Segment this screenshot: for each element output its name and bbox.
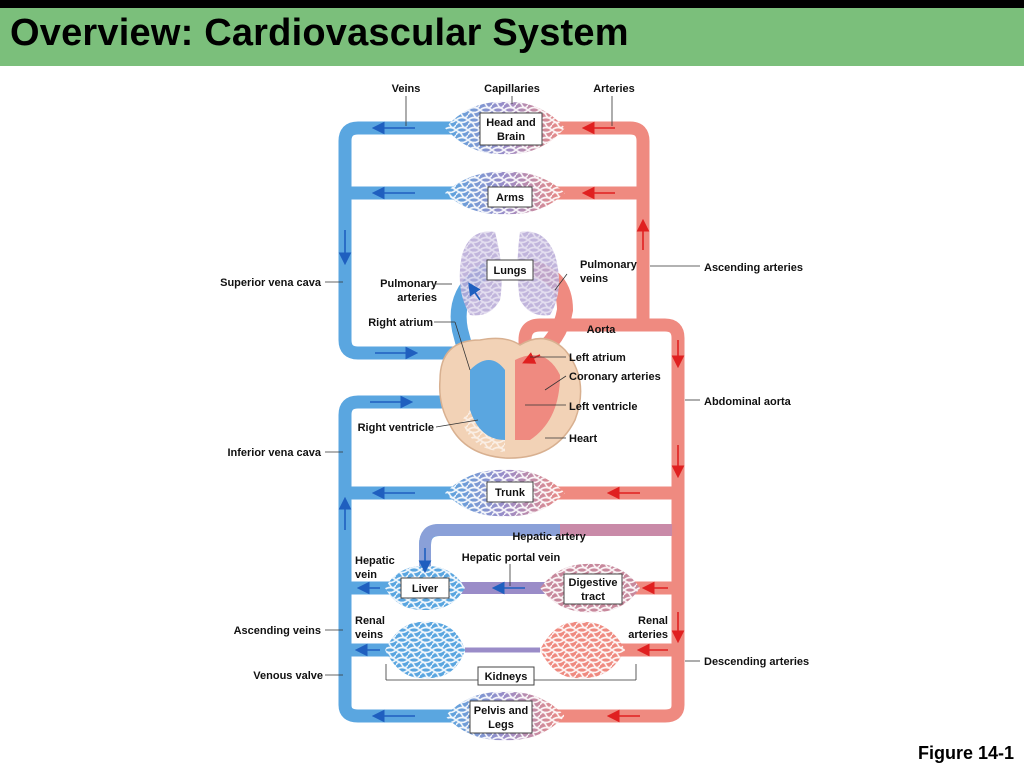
label-pulmonary-veins-line1: Pulmonary [580, 259, 638, 271]
label-abdominal-aorta: Abdominal aorta [704, 396, 792, 408]
label-hepatic-vein-line1: Hepatic [355, 555, 395, 567]
organ-box-head: Head and Brain [479, 112, 543, 146]
figure-label: Figure 14-1 [917, 743, 1014, 763]
organ-box-liver: Liver [400, 577, 450, 599]
ascending-arteries-vessel [555, 121, 650, 325]
label-renal-veins-line2: veins [355, 629, 383, 641]
organ-box-arms: Arms [487, 186, 533, 208]
organ-box-kidneys: Kidneys [477, 666, 535, 686]
label-pulmonary-arteries-line2: arteries [397, 292, 437, 304]
label-right-atrium: Right atrium [368, 317, 433, 329]
label-left-ventricle: Left ventricle [569, 401, 637, 413]
capillary-bed-kidney-right [540, 621, 625, 679]
label-pulmonary-arteries-line1: Pulmonary [380, 278, 438, 290]
aorta-vessel [518, 318, 685, 723]
label-hepatic-vein-line2: vein [355, 569, 377, 581]
label-descending-arteries: Descending arteries [704, 656, 809, 668]
organ-label-digestive-line1: Digestive [569, 577, 618, 589]
slide-title: Overview: Cardiovascular System [10, 12, 629, 54]
label-pulmonary-veins-line2: veins [580, 273, 608, 285]
top-black-bar [0, 0, 1024, 8]
label-right-ventricle: Right ventricle [358, 422, 434, 434]
organ-label-arms: Arms [496, 192, 524, 204]
organ-label-kidneys: Kidneys [485, 671, 528, 683]
label-superior-vena-cava: Superior vena cava [220, 277, 322, 289]
label-left-atrium: Left atrium [569, 352, 626, 364]
heart-shape [438, 337, 582, 459]
inferior-vena-cava-vessel [338, 395, 455, 723]
organ-label-trunk: Trunk [495, 487, 526, 499]
organ-label-pelvis-line2: Legs [488, 719, 514, 731]
label-hepatic-portal-vein: Hepatic portal vein [462, 552, 561, 564]
label-renal-arteries-line1: Renal [638, 615, 668, 627]
label-coronary-arteries: Coronary arteries [569, 371, 661, 383]
organ-label-pelvis-line1: Pelvis and [474, 705, 528, 717]
label-capillaries: Capillaries [484, 83, 540, 95]
label-ascending-arteries: Ascending arteries [704, 262, 803, 274]
organ-box-lungs: Lungs [486, 259, 534, 281]
organ-box-trunk: Trunk [486, 481, 534, 503]
label-heart: Heart [569, 433, 597, 445]
organ-label-digestive-line2: tract [581, 591, 605, 603]
label-renal-arteries-line2: arteries [628, 629, 668, 641]
label-aorta: Aorta [587, 324, 617, 336]
title-bar [0, 8, 1024, 66]
label-venous-valve: Venous valve [253, 670, 323, 682]
label-veins: Veins [392, 83, 421, 95]
label-ascending-veins: Ascending veins [234, 625, 321, 637]
capillary-bed-kidney-left [385, 621, 465, 679]
organ-box-digestive: Digestive tract [563, 573, 623, 605]
label-hepatic-artery: Hepatic artery [512, 531, 586, 543]
label-inferior-vena-cava: Inferior vena cava [227, 447, 321, 459]
organ-label-head-line2: Brain [497, 131, 525, 143]
label-arteries: Arteries [593, 83, 635, 95]
organ-label-liver: Liver [412, 583, 439, 595]
organ-label-head-line1: Head and [486, 117, 536, 129]
organ-box-pelvis: Pelvis and Legs [469, 700, 533, 734]
label-renal-veins-line1: Renal [355, 615, 385, 627]
organ-label-lungs: Lungs [494, 265, 527, 277]
